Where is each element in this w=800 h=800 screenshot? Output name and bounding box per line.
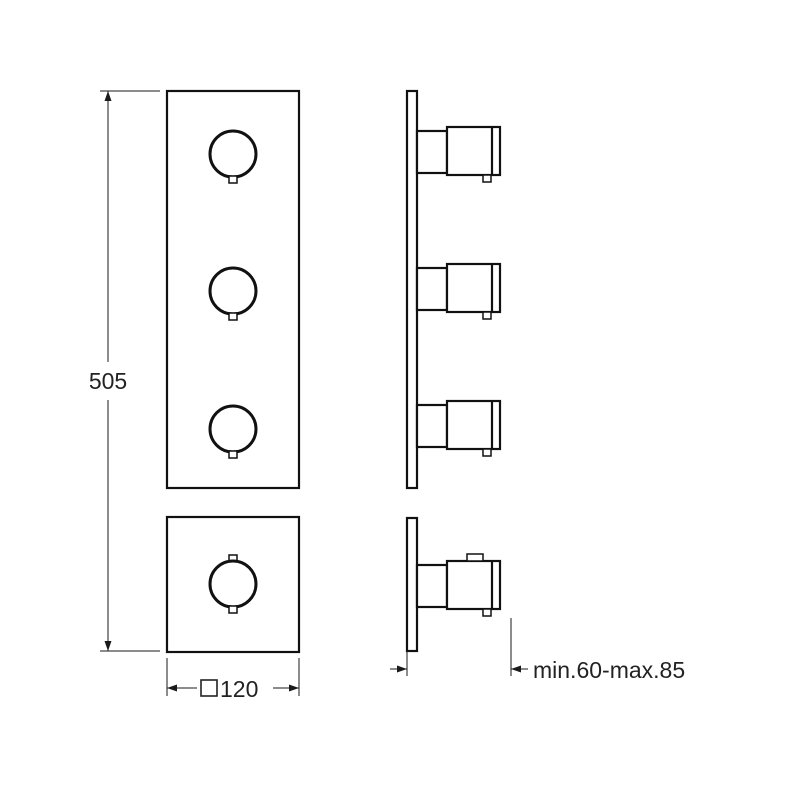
side-handle-1 <box>415 125 502 183</box>
handle-1-tab <box>482 174 492 183</box>
knob-3-tab <box>228 450 238 459</box>
front-knob-2 <box>208 266 258 321</box>
handle-3-tab <box>482 448 492 457</box>
depth-label: min.60-max.85 <box>533 657 685 683</box>
height-label: 505 <box>89 368 127 394</box>
height-dimension: 505 <box>89 90 160 652</box>
single-knob-circle <box>208 559 258 609</box>
side-handle-3 <box>415 399 502 457</box>
square-symbol-icon <box>200 679 218 697</box>
depth-dimension: min.60-max.85 <box>390 618 685 683</box>
knob-3-circle <box>208 404 258 454</box>
front-view-single-knob-plate <box>165 515 301 654</box>
knob-2-tab <box>228 312 238 321</box>
width-label: 120 <box>220 676 258 702</box>
front-view-three-knob-plate <box>165 89 301 490</box>
knob-2-circle <box>208 266 258 316</box>
knob-1-tab <box>228 175 238 184</box>
side-handle-2 <box>415 262 502 320</box>
single-handle-top-tab <box>466 553 484 562</box>
single-handle-bottom-tab <box>482 608 492 617</box>
handle-2-neck <box>415 266 449 312</box>
width-arrow-left <box>167 684 177 692</box>
single-knob-bottom-tab <box>228 605 238 614</box>
depth-arrow-right <box>511 665 521 673</box>
knob-1-circle <box>208 129 258 179</box>
height-arrow-top <box>104 91 112 101</box>
front-knob-1 <box>208 129 258 184</box>
width-dimension: 120 <box>166 658 300 702</box>
depth-arrow-left <box>397 665 407 673</box>
side-view-single-knob <box>405 516 502 653</box>
side-plate-large <box>405 89 419 490</box>
single-handle-neck <box>415 563 449 609</box>
side-plate-small <box>405 516 419 653</box>
handle-1-neck <box>415 129 449 175</box>
height-arrow-bottom <box>104 641 112 651</box>
side-view-three-knob <box>405 89 502 490</box>
width-arrow-right <box>289 684 299 692</box>
handle-3-neck <box>415 403 449 449</box>
front-knob-3 <box>208 404 258 459</box>
handle-2-tab <box>482 311 492 320</box>
